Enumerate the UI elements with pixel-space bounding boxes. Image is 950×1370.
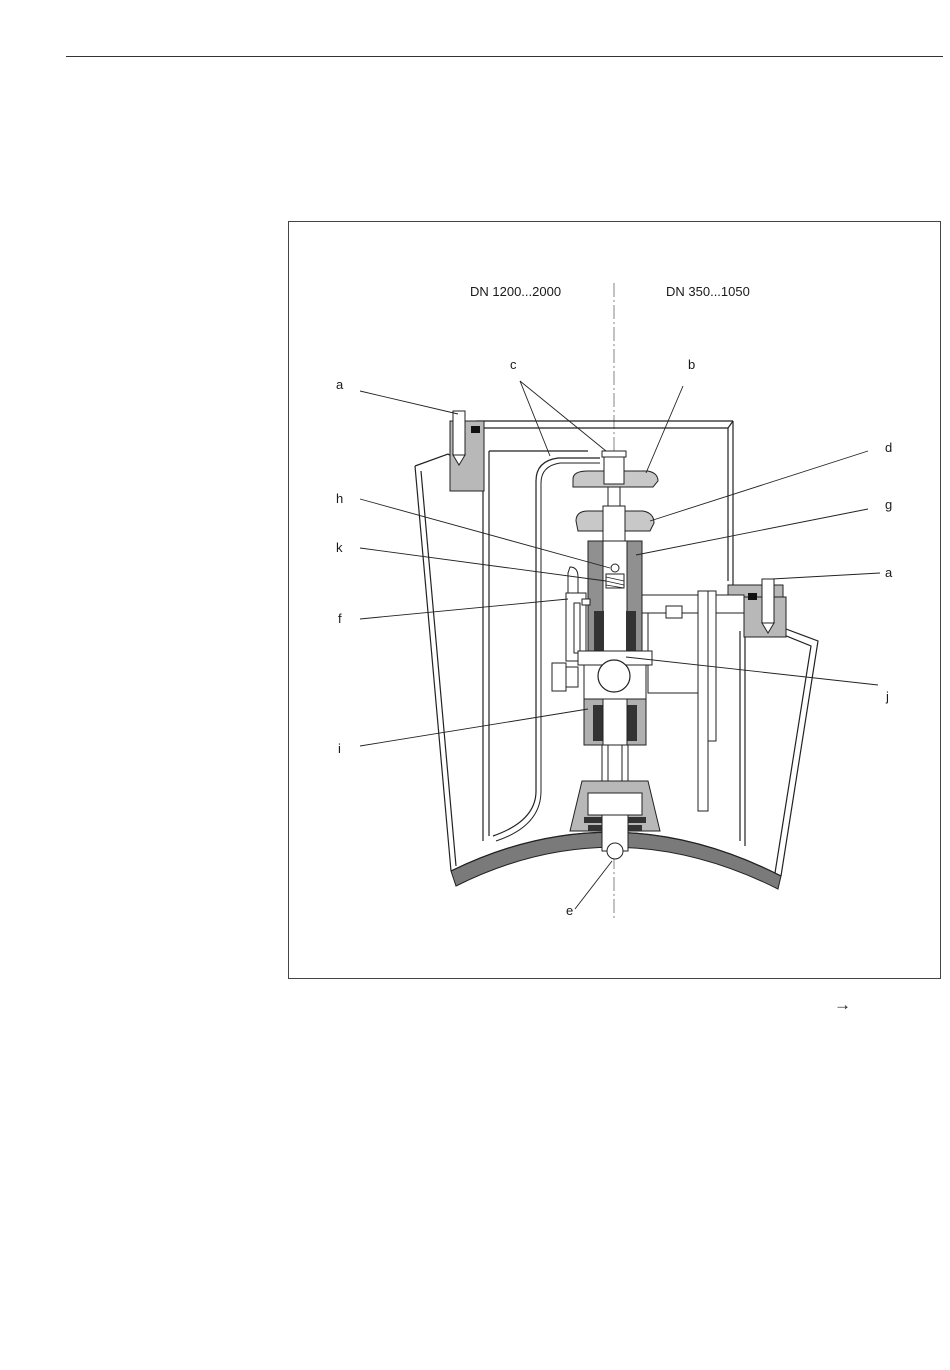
label-d: d [885,440,892,455]
ball-check-h [611,564,619,572]
label-k: k [336,540,343,555]
valve-cross-section-diagram: DN 1200...2000 DN 350...1050 [288,221,941,979]
left-mount-block [450,411,484,491]
header-rule [66,56,943,57]
electrode-tip [607,843,623,859]
label-f: f [338,611,342,626]
label-c: c [510,357,517,372]
label-e: e [566,903,573,918]
label-h: h [336,491,343,506]
support-plate [638,591,744,811]
side-lever [566,567,590,661]
top-handle [573,451,658,509]
spring-k [606,574,624,588]
label-g: g [885,497,892,512]
continue-arrow: → [834,995,851,1015]
label-j: j [885,689,889,704]
label-b: b [688,357,695,372]
label-a-right: a [885,565,893,580]
header-left: DN 1200...2000 [470,284,561,299]
header-right: DN 350...1050 [666,284,750,299]
valve-body [588,541,642,651]
packing-section [584,699,646,747]
label-a-left: a [336,377,344,392]
label-i: i [338,741,341,756]
